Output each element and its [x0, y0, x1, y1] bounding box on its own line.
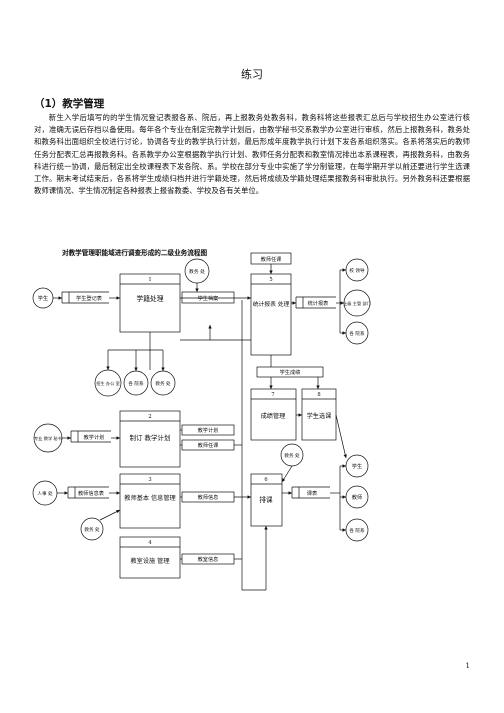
store-jsxxb	[67, 486, 109, 499]
flow-xuesheng-dangan	[181, 291, 235, 304]
process-6-box	[250, 473, 283, 527]
process-2-num: 2	[148, 414, 151, 420]
store-jxjh	[70, 430, 111, 443]
flow-jiaoxue-jihua-label: 教学计划	[198, 426, 219, 434]
entity-zhuanye-label: 专业 教学 秘书	[34, 435, 62, 442]
process-6-num: 6	[264, 477, 267, 483]
process-6-label: 排课	[259, 495, 273, 504]
page-number: 1	[465, 662, 470, 670]
process-3-num: 3	[148, 477, 151, 483]
process-5-box	[250, 273, 292, 356]
body-paragraph: 新生入学后填写的的学生情况登记表报各系、院后，再上报教务处教务科，教务科将这些报…	[34, 113, 470, 196]
process-4-box	[119, 536, 181, 579]
entity-gexi-mid-label: 各 院系	[128, 380, 144, 387]
entity-jwc-bottom	[80, 517, 104, 541]
entity-student-right-label: 学生	[352, 462, 362, 470]
section-heading: （1）教学管理	[34, 98, 105, 110]
process-7-num: 7	[271, 392, 274, 398]
process-1-label: 学籍处理	[136, 294, 163, 303]
entity-xiao-ld-label: 校 领导	[349, 267, 365, 274]
flow-jiaoshi-xinxi-label: 教师信息	[198, 493, 219, 501]
process-4-num: 4	[148, 540, 152, 546]
entity-renshi-label: 人事 处	[37, 490, 53, 497]
page-title: 练习	[241, 68, 263, 81]
process-3-box	[119, 473, 181, 529]
process-7-label: 成绩管理	[261, 412, 286, 420]
store-xsdjb-label: 学生登记表	[76, 294, 103, 302]
flow-xuesheng-dangan-label: 学生档案	[198, 294, 220, 302]
store-tjbb-label: 统计报表	[308, 299, 330, 307]
store-kebiao	[291, 486, 330, 499]
entity-xiao-ban-label: 招生 办公 室	[96, 380, 120, 387]
store-kebiao-label: 课表	[307, 489, 318, 497]
process-2-box	[119, 410, 181, 468]
entity-shangji-label: 上级 主管 部门	[343, 300, 371, 307]
flow-jiaoshi-renwu-label: 教师任课	[261, 255, 283, 263]
process-2-label: 制订 教学计划	[129, 433, 170, 442]
process-8-label: 学生选课	[307, 412, 333, 420]
entity-student-left-label: 学生	[38, 294, 48, 302]
store-jsxxb-label: 教师信息表	[78, 489, 105, 497]
process-8-box	[301, 388, 337, 441]
process-3-label: 教师基本 信息管理	[124, 494, 175, 502]
entity-jwc-top-label: 教务 处	[189, 268, 205, 275]
entity-gexi-bottom-label: 各 院系	[349, 527, 365, 534]
process-8-num: 8	[317, 392, 320, 398]
process-5-num: 5	[269, 277, 272, 283]
flow-jiaoshi-info-label: 教室信息	[198, 555, 219, 563]
process-5-label: 统计报表 处理	[253, 300, 290, 308]
flow-xuesheng-chengji	[256, 366, 324, 378]
entity-teacher-right-label: 教师	[352, 493, 362, 501]
flow-xuesheng-chengji-label: 学生成绩	[280, 368, 301, 376]
store-tjbb	[295, 296, 336, 309]
entity-jwc-bottom-label: 教务 处	[84, 526, 100, 533]
process-7-box	[250, 388, 297, 441]
process-1-num: 1	[148, 277, 151, 283]
entity-jwc-mid-label: 教务 处	[155, 380, 171, 387]
flow-jiaoshi-renwu2-label: 教师任课	[198, 441, 220, 449]
entity-jwc-right-label: 教务 处	[284, 452, 300, 459]
store-jxjh-label: 教学计划	[84, 433, 105, 441]
store-xsdjb	[61, 291, 109, 304]
entity-gexi-right-label: 各 院系	[349, 330, 365, 337]
diagram-caption: 对教学管理职能域进行调查形成的二级业务流程图	[62, 249, 208, 257]
process-4-label: 教室设施 管理	[130, 557, 169, 565]
